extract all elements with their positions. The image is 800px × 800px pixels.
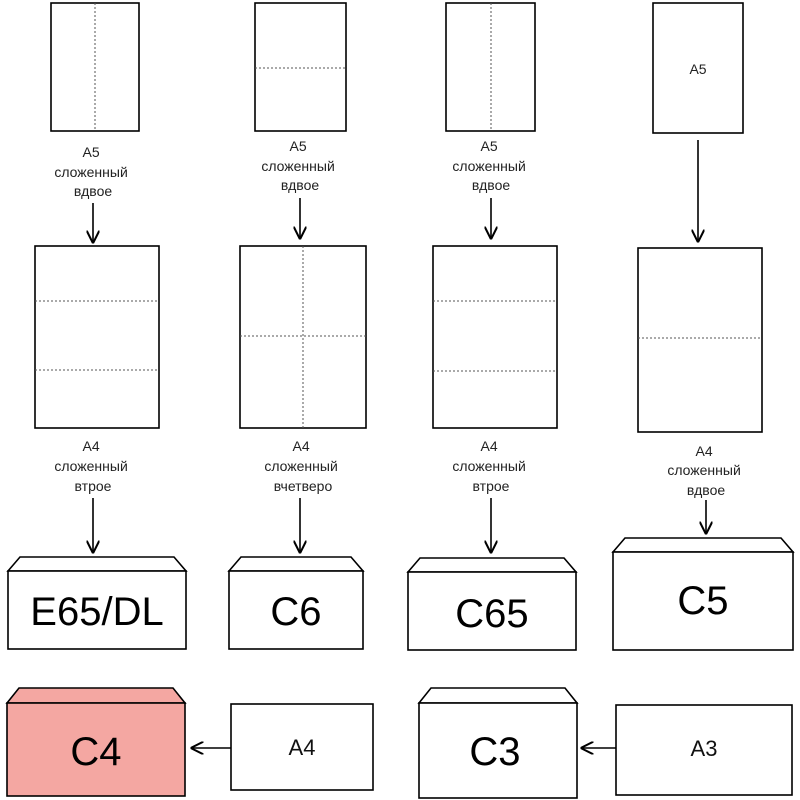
envelope-label: C3 [469, 730, 520, 774]
a5-sheet-label: A5 [689, 61, 706, 77]
envelope-label: C6 [270, 590, 321, 634]
bottom-row: C4 A4 C3 A3 [5, 687, 793, 799]
column-3: A5 сложенный вдвое A4 сложенный втрое C6… [406, 2, 578, 651]
a3-sheet-label: A3 [691, 736, 718, 761]
envelope-label: C65 [455, 592, 528, 636]
column-1: A5 сложенный вдвое A4 сложенный втрое E6… [6, 2, 188, 650]
envelope-c3: C3 [417, 687, 579, 799]
a3-sheet [615, 704, 793, 796]
mid-label: A4 сложенный втрое [452, 438, 529, 494]
envelope-c5: C5 [611, 537, 795, 651]
envelope-label: C5 [677, 579, 728, 623]
envelope-label: C4 [70, 730, 121, 774]
mid-label: A4 сложенный вдвое [667, 443, 744, 498]
envelope-label: E65/DL [30, 590, 163, 634]
envelope-e65-dl: E65/DL [6, 556, 188, 650]
a4-sheet [230, 703, 374, 791]
a4-sheet-folded-three [432, 245, 558, 429]
a4-sheet-folded-three [34, 245, 160, 429]
a5-sheet-folded-horizontal [254, 2, 347, 132]
column-2: A5 сложенный вдвое A4 сложенный вчетверо… [227, 2, 367, 650]
envelope-c4-highlighted: C4 [5, 687, 187, 797]
a4-sheet-label: A4 [289, 735, 316, 760]
column-4: A5 A4 сложенный вдвое C5 [611, 2, 795, 651]
a5-sheet [652, 2, 744, 134]
mid-label: A4 сложенный вчетверо [264, 438, 341, 494]
top-label: A5 сложенный вдвое [452, 138, 529, 193]
top-label: A5 сложенный вдвое [54, 144, 131, 199]
mid-label: A4 сложенный втрое [54, 438, 131, 494]
envelope-c65: C65 [406, 557, 578, 651]
top-label: A5 сложенный вдвое [261, 138, 338, 193]
a4-sheet-folded-half [637, 247, 763, 433]
a4-sheet-folded-four [239, 245, 367, 429]
envelope-c6: C6 [227, 556, 365, 650]
